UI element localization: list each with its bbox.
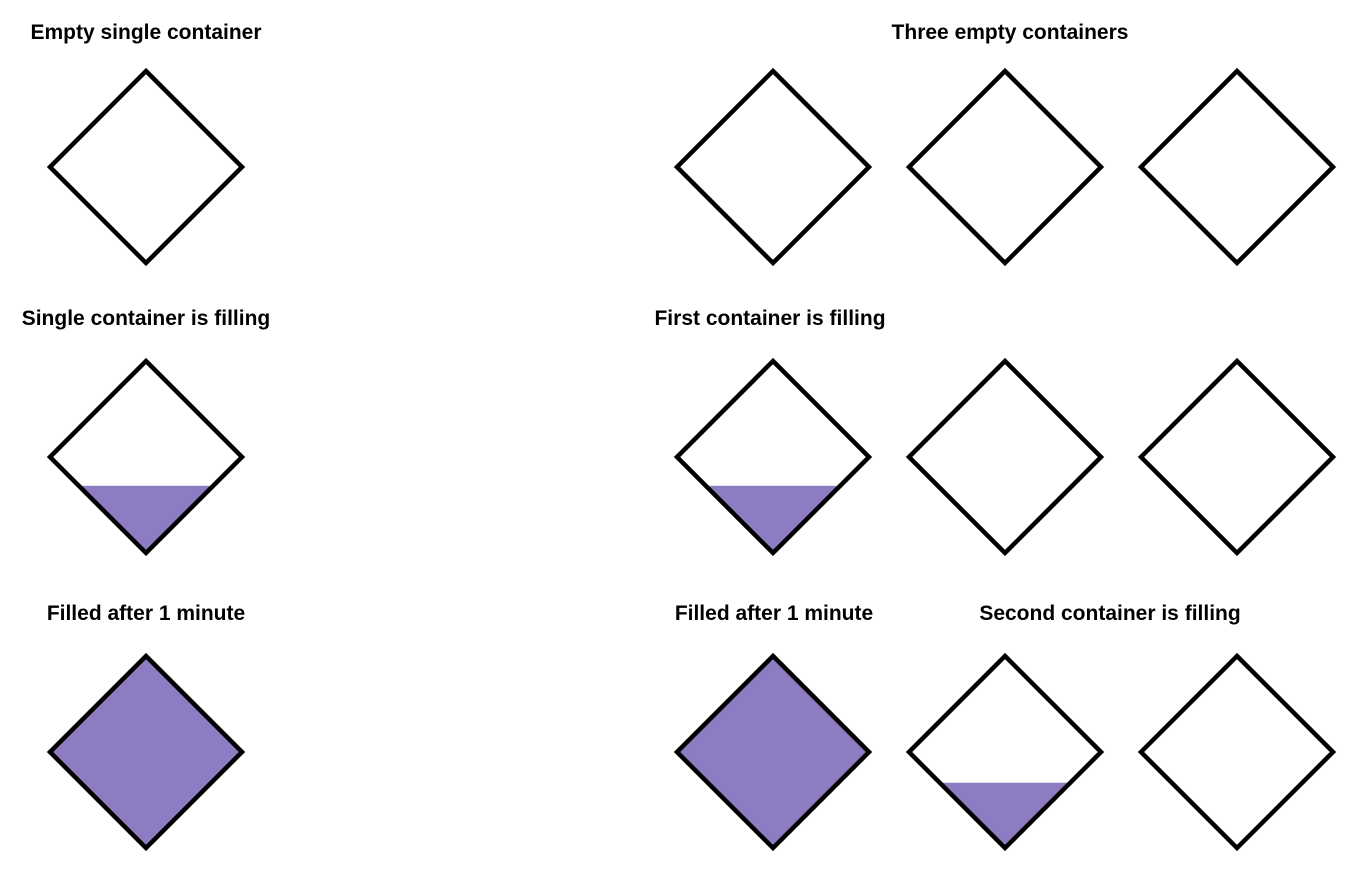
container-outline (905, 357, 1105, 557)
container-outline (46, 357, 246, 557)
diamond-row-three-empty (673, 67, 1337, 267)
diamond-row-first-filling (673, 357, 1337, 557)
container-full (673, 652, 873, 852)
liquid-fill (50, 485, 242, 553)
container-empty (905, 67, 1105, 267)
panel-title-second-filling: Second container is filling (979, 602, 1241, 625)
container-empty (46, 67, 246, 267)
panel-title-single-filling: Single container is filling (21, 307, 271, 330)
diamond-row-single-filled (46, 652, 246, 852)
diamond-row-single-filling (46, 357, 246, 557)
container-partially-filled (46, 357, 246, 557)
diamond-row-single-empty (46, 67, 246, 267)
container-partially-filled (905, 652, 1105, 852)
container-empty (1137, 67, 1337, 267)
liquid-fill (677, 485, 869, 553)
liquid-fill (909, 782, 1101, 848)
container-outline (1137, 67, 1337, 267)
container-outline (46, 67, 246, 267)
container-outline (673, 357, 873, 557)
container-empty (673, 67, 873, 267)
panel-title-three-empty: Three empty containers (891, 21, 1129, 44)
panel-title-single-filled: Filled after 1 minute (46, 602, 246, 625)
container-partially-filled (673, 357, 873, 557)
liquid-fill (50, 656, 242, 848)
panel-title-first-filling: First container is filling (654, 307, 886, 330)
container-empty (1137, 357, 1337, 557)
diamond-row-second-filling (673, 652, 1337, 852)
container-outline (673, 652, 873, 852)
container-outline (1137, 357, 1337, 557)
container-full (46, 652, 246, 852)
panel-title-single-empty: Empty single container (30, 21, 262, 44)
container-empty (1137, 652, 1337, 852)
panel-title-filled-after-1-minute: Filled after 1 minute (674, 602, 874, 625)
container-outline (1137, 652, 1337, 852)
container-outline (673, 67, 873, 267)
container-outline (46, 652, 246, 852)
liquid-fill (677, 656, 869, 848)
container-outline (905, 652, 1105, 852)
container-empty (905, 357, 1105, 557)
container-outline (905, 67, 1105, 267)
